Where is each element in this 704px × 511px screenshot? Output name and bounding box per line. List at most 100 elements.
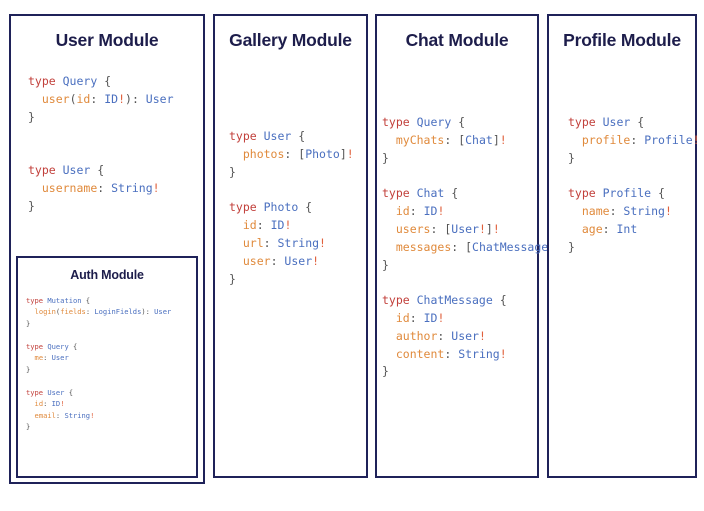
schema-token: } (26, 318, 31, 328)
schema-token: ! (319, 235, 326, 250)
schema-token (382, 222, 396, 236)
module-panel-chat[interactable]: Chat Module type Query { myChats: [Chat]… (375, 14, 562, 478)
schema-line: type Photo { (229, 199, 366, 217)
schema-token (26, 307, 35, 316)
schema-token: Photo (263, 200, 299, 215)
schema-token: id (34, 399, 44, 409)
schema-line: } (568, 150, 695, 168)
schema-token: : (409, 310, 424, 325)
schema-token: String (277, 235, 320, 250)
panel-title-chat: Chat Module (405, 30, 509, 50)
schema-line: } (382, 257, 537, 275)
schema-line: messages: [ChatMessage]! (382, 239, 562, 257)
schema-token: ] (492, 132, 500, 147)
panel-title-gallery: Gallery Module (229, 30, 352, 50)
schema-token: : (270, 253, 285, 268)
schema-token: id (242, 218, 257, 233)
schema-token: User (451, 328, 479, 343)
schema-token: [ (444, 221, 452, 236)
schema-token: } (26, 364, 31, 374)
schema-token: ! (90, 410, 95, 420)
schema-token: : (284, 146, 299, 161)
schema-token (28, 181, 42, 195)
schema-token: { (291, 129, 306, 143)
schema-line: type ChatMessage { (382, 292, 537, 310)
schema-token: } (28, 198, 35, 213)
schema-token (382, 311, 396, 325)
schema-token: name (581, 204, 610, 219)
schema-token: type (229, 200, 264, 215)
schema-line (26, 375, 196, 386)
schema-token: author (395, 328, 438, 343)
schema-token: ( (69, 91, 77, 106)
schema-token: ! (492, 221, 500, 236)
schema-token (26, 353, 35, 362)
schema-token: Chat (465, 132, 493, 147)
schema-token: ! (664, 204, 672, 219)
schema-token: ] (485, 221, 493, 236)
panel-title-profile: Profile Module (563, 30, 681, 50)
schema-token: { (651, 186, 665, 201)
schema-line: content: String! (382, 346, 537, 364)
schema-token: Query (47, 341, 69, 351)
schema-line: type User { (229, 128, 366, 146)
schema-line: } (26, 364, 196, 375)
schema-token (229, 236, 243, 250)
schema-token: ( (55, 307, 61, 317)
schema-token: id (395, 204, 410, 219)
schema-line: photos: [Photo]! (229, 146, 366, 164)
schema-token: : (444, 132, 459, 147)
schema-line: type Mutation { (26, 295, 196, 306)
schema-token (28, 92, 42, 106)
schema-token: { (492, 293, 507, 308)
schema-token: ! (499, 132, 507, 147)
module-panel-profile[interactable]: Profile Module type User { profile: Prof… (547, 14, 700, 478)
module-panel-gallery[interactable]: Gallery Module type User { photos: [Phot… (213, 14, 368, 478)
schema-token: ID (270, 218, 285, 233)
module-panel-auth[interactable]: Auth Module type Mutation { login(fields… (16, 256, 198, 478)
schema-token: ! (437, 310, 445, 325)
schema-line: name: String! (568, 203, 695, 221)
schema-token (382, 347, 396, 361)
schema-line: type User { (26, 387, 196, 398)
schema-token (382, 329, 396, 343)
schema-line (568, 167, 695, 185)
schema-line: id: ID! (382, 310, 537, 328)
schema-line: } (229, 164, 366, 182)
schema-token: type (26, 341, 48, 351)
schema-token: : (444, 346, 459, 361)
schema-token: { (451, 115, 466, 129)
schema-token: [ (458, 132, 466, 147)
schema-token: ! (284, 218, 292, 233)
schema-token: ChatMessage (416, 293, 493, 308)
schema-line: type Query { (26, 341, 196, 352)
schema-line: type User { (568, 114, 695, 132)
schema-line: } (568, 239, 695, 257)
schema-line: user(id: ID!): User (28, 91, 203, 109)
schema-token: Query (62, 74, 98, 88)
schema-token: messages (395, 239, 452, 254)
schema-token: } (26, 422, 31, 432)
schema-token: type (28, 163, 63, 178)
schema-line: login(fields: LoginFields): User (26, 306, 196, 317)
schema-token: age (581, 221, 603, 236)
schema-line: user: User! (229, 253, 366, 271)
schema-line: } (26, 421, 196, 432)
schema-token: User (451, 221, 479, 236)
schema-token (229, 147, 243, 161)
schema-token: profile (581, 132, 631, 147)
module-panel-user[interactable]: User Module type Query { user(id: ID!): … (9, 14, 205, 484)
schema-line: } (28, 198, 203, 216)
schema-token: type (26, 387, 48, 397)
schema-line: } (28, 109, 203, 127)
schema-line: type Query { (28, 73, 203, 91)
schema-token: type (382, 186, 417, 201)
schema-line: url: String! (229, 235, 366, 253)
schema-token: id (76, 91, 91, 106)
schema-token: user (41, 91, 70, 106)
schema-token: type (229, 129, 264, 143)
schema-token: User (602, 115, 631, 129)
schema-token: : (602, 221, 617, 236)
schema-token: Profile (644, 132, 693, 147)
